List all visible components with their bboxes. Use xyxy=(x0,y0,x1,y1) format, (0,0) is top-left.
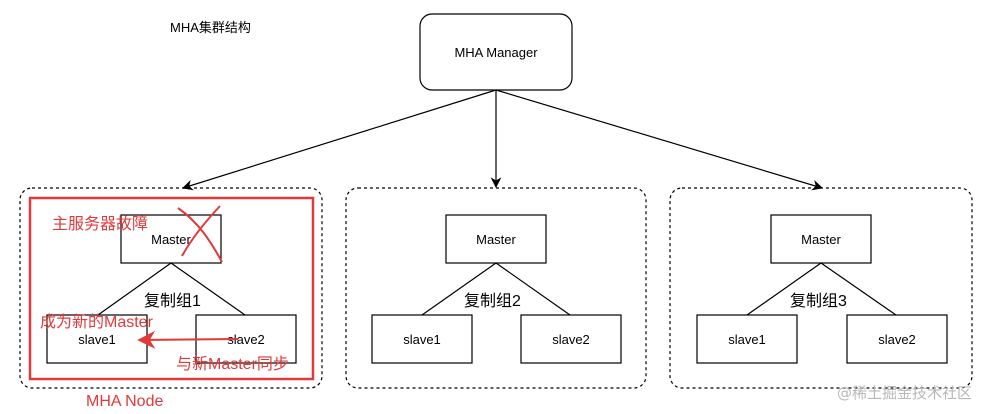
replication-group-3: Master slave1 slave2 复制组3 xyxy=(669,187,973,389)
manager-to-group3-arrow xyxy=(495,89,824,191)
group3-dashed-border xyxy=(669,187,973,389)
failover-annotations: 主服务器故障 成为新的Master 与新Master同步 MHA Node xyxy=(40,205,289,410)
group3-master-box xyxy=(770,214,872,264)
group1-name: 复制组1 xyxy=(144,292,201,310)
group2-master-slave2-link xyxy=(495,262,571,316)
group3-name: 复制组3 xyxy=(790,292,847,310)
group3-slave2-label: slave2 xyxy=(878,332,916,347)
group1-master-slave1-link xyxy=(97,262,172,316)
master-failure-annotation: 主服务器故障 xyxy=(52,215,148,233)
group2-slave1-box xyxy=(371,314,473,364)
diagram-title: MHA集群结构 xyxy=(170,20,251,35)
group2-master-label: Master xyxy=(476,232,516,247)
group3-master-slave1-link xyxy=(746,262,822,316)
group1-slave2-label: slave2 xyxy=(227,332,265,347)
sync-new-master-annotation: 与新Master同步 xyxy=(176,355,289,373)
group2-name: 复制组2 xyxy=(464,292,521,310)
group2-slave2-label: slave2 xyxy=(552,332,590,347)
failure-cross-stroke-1 xyxy=(177,207,223,263)
watermark: @稀土掘金技术社区 xyxy=(837,384,972,402)
become-master-annotation: 成为新的Master xyxy=(40,313,154,331)
group1-master-slave2-link xyxy=(170,262,246,316)
group2-slave1-label: slave1 xyxy=(403,332,441,347)
group2-master-slave1-link xyxy=(421,262,497,316)
sync-arrow xyxy=(137,330,239,349)
failure-cross-stroke-2 xyxy=(181,205,221,257)
mha-manager-label: MHA Manager xyxy=(454,45,538,60)
group1-failover-highlight xyxy=(28,196,315,381)
group1-dashed-border xyxy=(19,187,323,389)
group1-master-label: Master xyxy=(151,232,191,247)
group3-master-label: Master xyxy=(801,232,841,247)
replication-group-2: Master slave1 slave2 复制组2 xyxy=(345,187,647,389)
group2-master-box xyxy=(445,214,547,264)
group3-slave1-box xyxy=(696,314,798,364)
group2-dashed-border xyxy=(345,187,647,389)
group2-slave2-box xyxy=(520,314,622,364)
manager-to-group1-arrow xyxy=(181,89,497,191)
group1-slave1-label: slave1 xyxy=(78,332,116,347)
replication-group-1: Master slave1 slave2 复制组1 xyxy=(19,187,323,389)
group3-slave1-label: slave1 xyxy=(728,332,766,347)
mha-node-label: MHA Node xyxy=(86,393,163,410)
mha-manager-node: MHA Manager xyxy=(419,13,573,91)
group3-master-slave2-link xyxy=(820,262,897,316)
group3-slave2-box xyxy=(846,314,948,364)
